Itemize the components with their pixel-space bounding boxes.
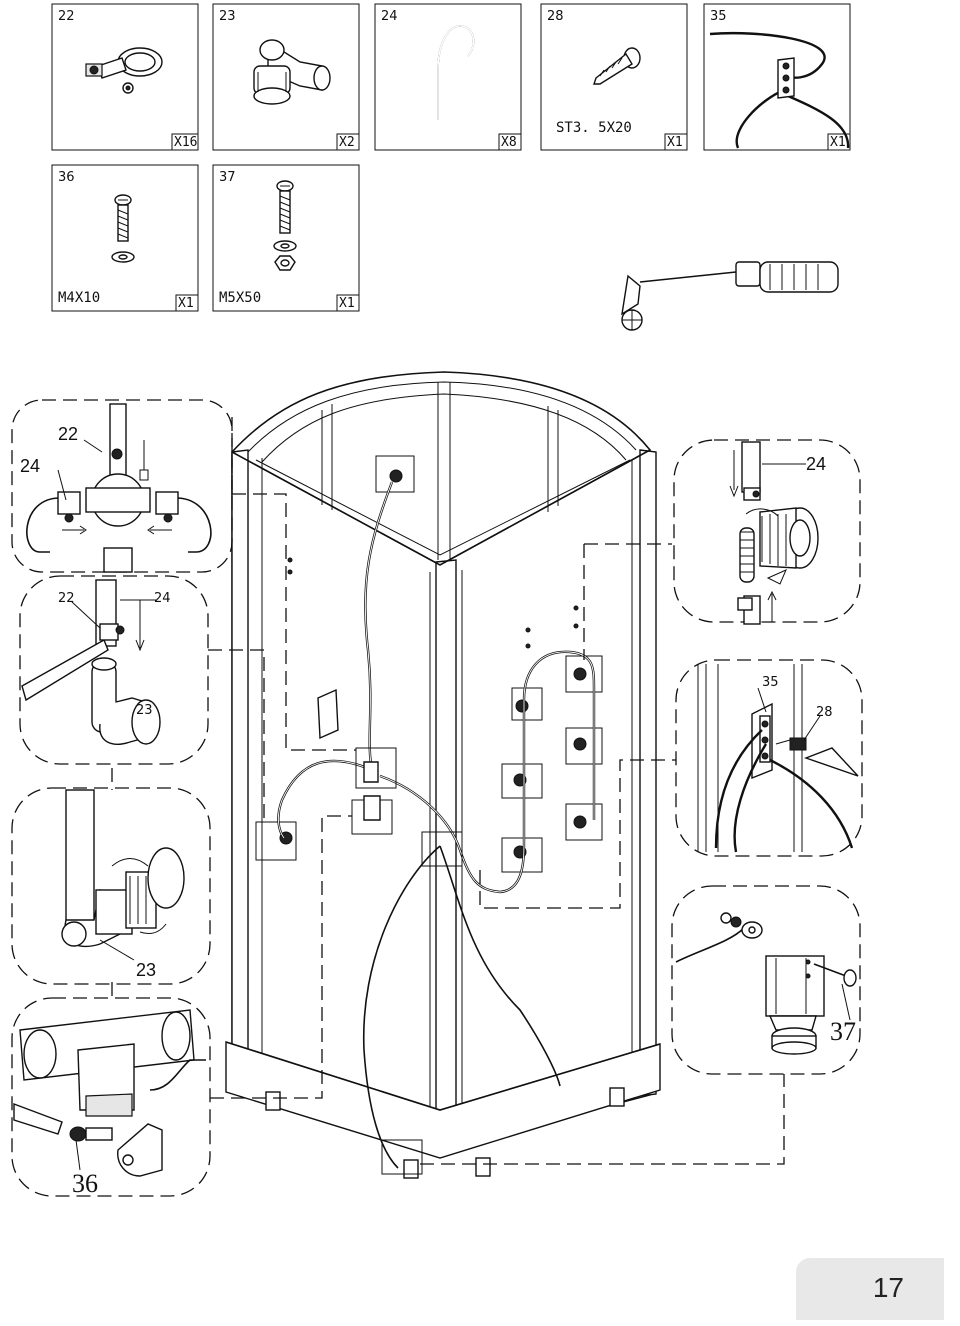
part-number: 35 xyxy=(710,9,727,24)
callout-36: 36 xyxy=(72,1169,98,1198)
callout-22: 22 xyxy=(58,591,75,606)
part-quantity: X1 xyxy=(339,296,355,311)
detail-elbow-tighten: 23 xyxy=(11,787,211,985)
part-quantity: X2 xyxy=(339,135,355,150)
part-spec: M4X10 xyxy=(58,290,100,306)
shower-enclosure xyxy=(225,371,661,1179)
part-box-37: 37 M5X50 X1 xyxy=(212,164,360,312)
detail-tee-ground: 36 xyxy=(11,997,211,1198)
part-number: 28 xyxy=(547,9,564,24)
callout-23: 23 xyxy=(136,703,153,718)
page-number-tab: 17 xyxy=(796,1258,944,1320)
callout-35: 35 xyxy=(762,675,779,690)
detail-valve-clamps: 22 24 xyxy=(11,399,233,573)
callout-37: 37 xyxy=(830,1017,856,1046)
detail-jet-nozzle: 24 xyxy=(673,439,861,625)
s-hook-icon xyxy=(437,25,475,120)
mixer-valve-icon xyxy=(351,747,463,867)
part-spec: M5X50 xyxy=(219,290,261,306)
part-number: 36 xyxy=(58,170,75,185)
part-quantity: X16 xyxy=(174,135,197,150)
callout-28: 28 xyxy=(816,705,833,720)
part-quantity: X1 xyxy=(178,296,194,311)
part-box-22: 22 X16 xyxy=(51,3,199,151)
part-number: 23 xyxy=(219,9,236,24)
callout-24: 24 xyxy=(20,456,40,476)
part-box-24: 24 X8 xyxy=(374,3,522,151)
part-box-23: 23 X2 xyxy=(212,3,360,151)
leader-lines xyxy=(111,410,785,1165)
part-box-35: 35 X1 xyxy=(703,3,851,151)
callout-22: 22 xyxy=(58,424,78,444)
screwdriver-icon xyxy=(621,261,839,331)
part-quantity: X8 xyxy=(501,135,517,150)
part-number: 24 xyxy=(381,9,398,24)
callout-24: 24 xyxy=(806,454,826,474)
shower-jet-icon xyxy=(255,455,603,873)
callout-23: 23 xyxy=(136,960,156,980)
part-number: 22 xyxy=(58,9,75,24)
part-number: 37 xyxy=(219,170,236,185)
detail-ground-terminal: 35 28 xyxy=(675,659,863,857)
part-box-36: 36 M4X10 X1 xyxy=(51,164,199,312)
tapping-screw-icon xyxy=(593,47,641,85)
detail-foot-bolt: 37 xyxy=(671,885,861,1075)
detail-clamp-elbow: 22 24 23 xyxy=(19,575,209,765)
part-box-28: 28 ST3. 5X20 X1 xyxy=(540,3,688,151)
elbow-fitting-icon xyxy=(253,39,331,105)
part-quantity: X1 xyxy=(830,135,846,150)
hose-clamp-icon xyxy=(85,47,163,94)
ground-wire-icon xyxy=(709,31,850,149)
part-spec: ST3. 5X20 xyxy=(556,120,632,136)
callout-24: 24 xyxy=(154,591,171,606)
page-number: 17 xyxy=(872,1272,904,1303)
machine-screw-icon xyxy=(111,194,135,263)
bolt-washer-nut-icon xyxy=(273,180,297,271)
part-quantity: X1 xyxy=(667,135,683,150)
